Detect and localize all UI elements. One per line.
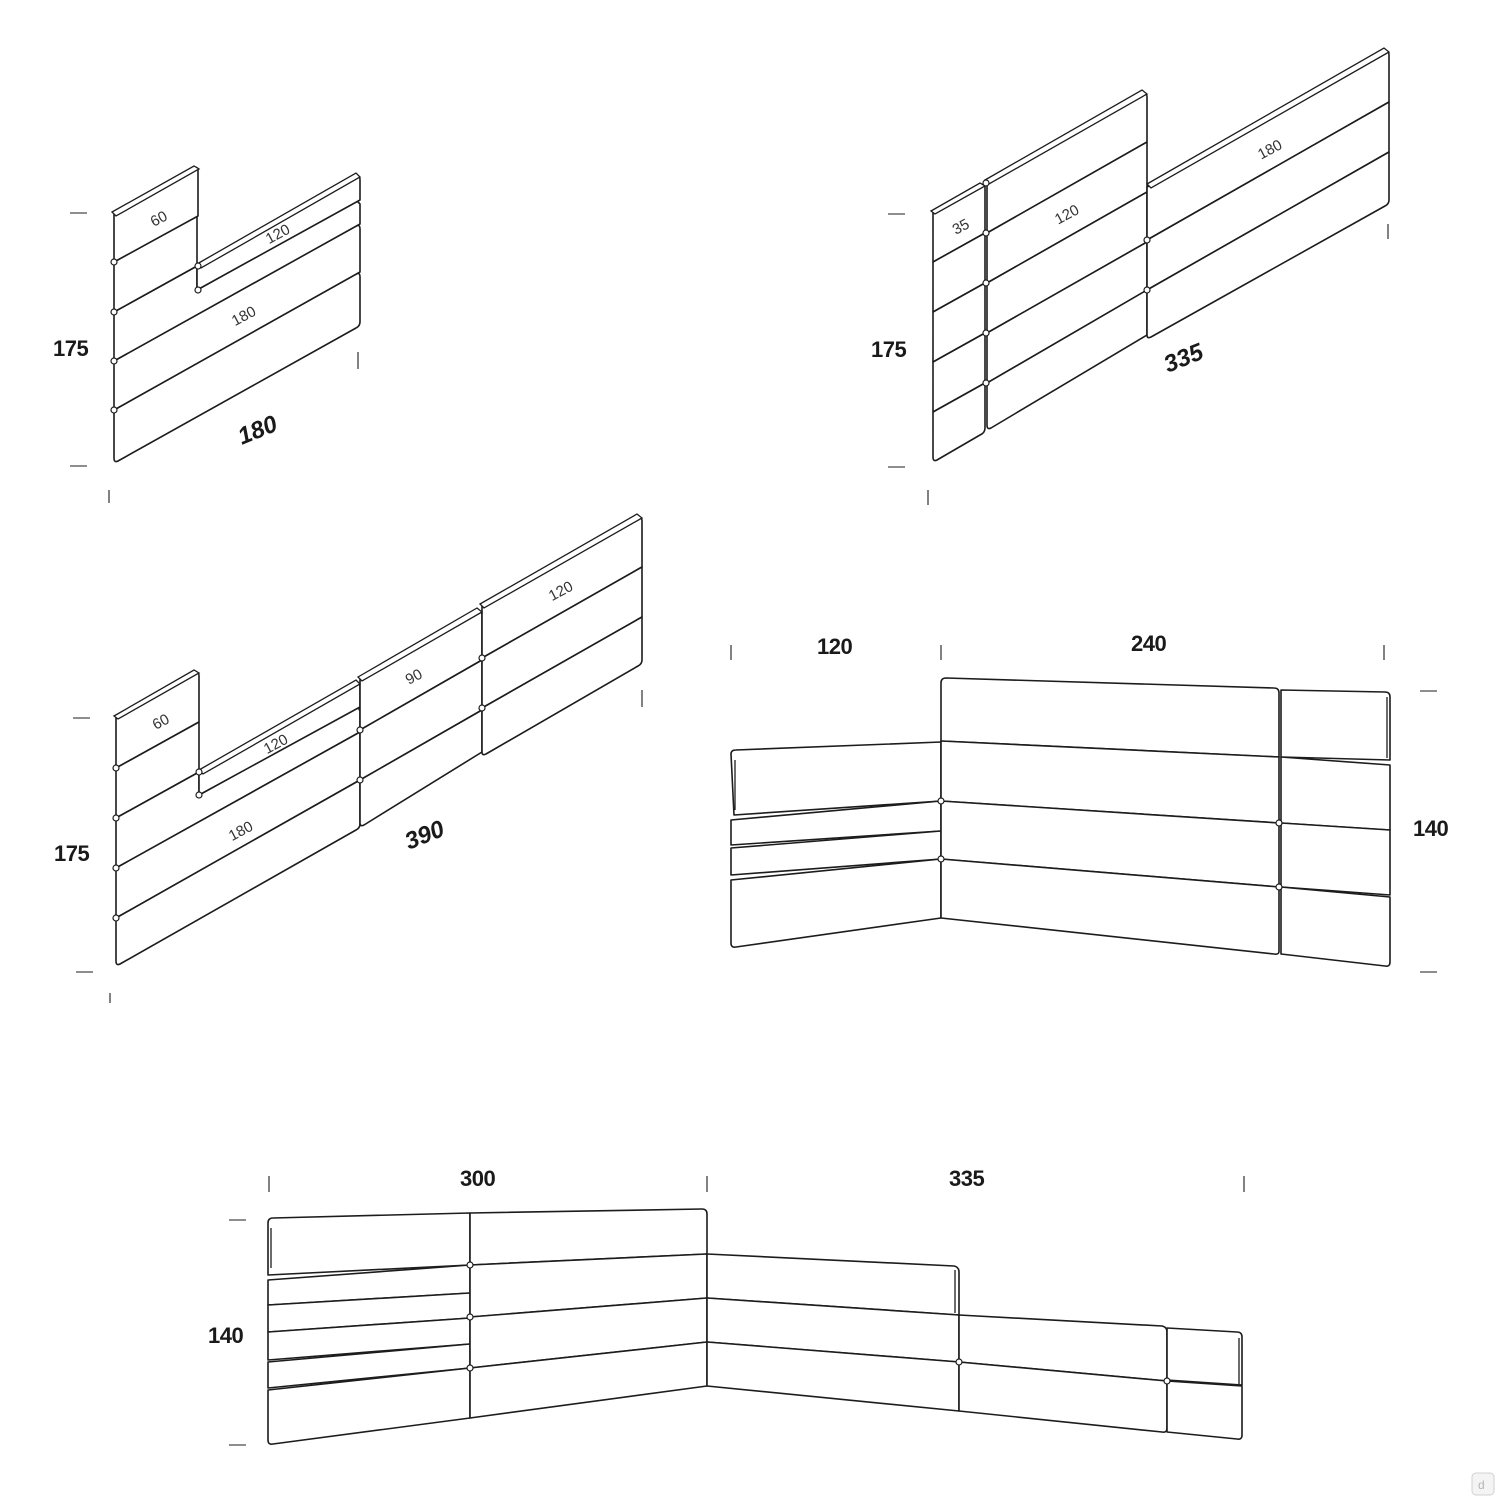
config-4-corner-wall-120-240x140: 120 240 140: [730, 631, 1449, 973]
config-5-right-width-label: 335: [949, 1166, 984, 1191]
config-2-wall-335x175: 175 335 35 120 180: [871, 47, 1391, 505]
config-2-height-label: 175: [871, 337, 906, 362]
config-3-height-label: 175: [54, 841, 89, 866]
config-2-panels: [929, 47, 1391, 462]
config-1-panels: [110, 165, 362, 463]
config-2-panel-label-35: 35: [950, 216, 973, 239]
config-4-right-width-label: 240: [1131, 631, 1166, 656]
svg-text:d: d: [1478, 1478, 1485, 1492]
config-4-height-label: 140: [1413, 816, 1448, 841]
config-5-left-width-label: 300: [460, 1166, 495, 1191]
config-1-panel-label-60: 60: [148, 208, 171, 231]
config-3-wall-390x175: 175 390 60 120 180 90 120: [54, 513, 644, 1003]
config-3-panel-label-60: 60: [150, 711, 173, 734]
config-4-panels: [730, 677, 1391, 967]
logo-mark-icon: d: [1471, 1472, 1495, 1496]
config-5-height-label: 140: [208, 1323, 243, 1348]
config-2-width-label: 335: [1160, 338, 1208, 378]
config-3-panels: [112, 513, 644, 966]
config-1-wall-180x175: 175 180 60 120 180: [53, 165, 362, 503]
config-3-panel-label-90: 90: [403, 666, 426, 689]
config-1-height-label: 175: [53, 336, 88, 361]
config-5-panels: [267, 1208, 1243, 1445]
config-3-width-label: 390: [401, 815, 449, 855]
config-4-left-width-label: 120: [817, 634, 852, 659]
config-1-width-label: 180: [234, 410, 282, 450]
config-5-corner-wall-300-335x140: 300 335 140: [208, 1166, 1245, 1446]
